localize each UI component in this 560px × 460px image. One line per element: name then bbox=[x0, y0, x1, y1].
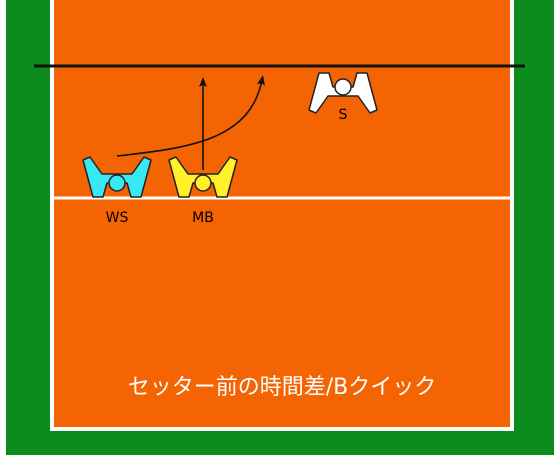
player-s-label: S bbox=[339, 107, 348, 123]
player-mb bbox=[168, 156, 238, 198]
ws-approach-arrow bbox=[116, 75, 265, 157]
diagram-caption: セッター前の時間差/Bクイック bbox=[128, 375, 437, 400]
player-mb-label: MB bbox=[192, 210, 214, 226]
player-mb-head bbox=[194, 174, 212, 192]
player-s bbox=[308, 72, 378, 114]
player-s-head bbox=[334, 78, 352, 96]
player-ws-label: WS bbox=[106, 210, 129, 226]
player-ws bbox=[82, 156, 152, 198]
player-ws-head bbox=[108, 174, 126, 192]
court-playing-area bbox=[52, 0, 512, 428]
